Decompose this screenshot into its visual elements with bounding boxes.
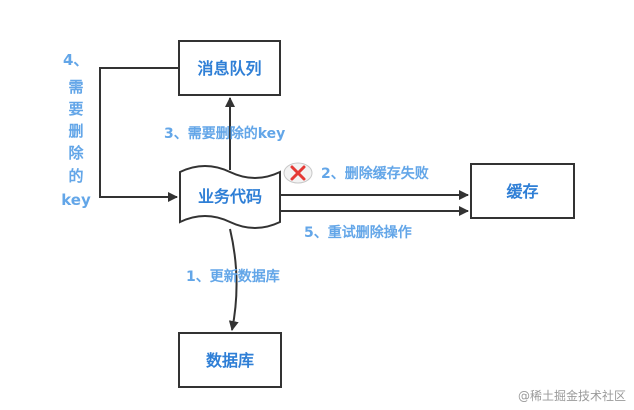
error-x-mark	[290, 165, 306, 181]
edge-label-update-db: 1、更新数据库	[186, 268, 280, 285]
cache-node	[470, 163, 575, 219]
business-code-node	[179, 165, 281, 229]
side-label-line: 除	[68, 144, 84, 162]
edge-label-consume-key: 4、 需 要 删 除 的 key	[61, 51, 91, 209]
cache-label: 缓存	[505, 182, 538, 201]
side-label-line: key	[61, 191, 91, 209]
watermark: @稀土掘金技术社区	[517, 389, 626, 403]
side-label-line: 删	[68, 122, 83, 140]
business-code-label: 业务代码	[198, 187, 262, 206]
side-label-line: 需	[68, 78, 83, 96]
arrow-update-db	[228, 228, 239, 331]
message-queue-label: 消息队列	[197, 59, 261, 78]
side-label-line: 4、	[63, 51, 88, 69]
database-label: 数据库	[206, 351, 254, 370]
edge-label-retry-delete: 5、重试删除操作	[304, 224, 412, 241]
edge-label-need-delete-key: 3、需要删除的key	[164, 125, 285, 142]
arrow-consume-key	[99, 67, 179, 202]
side-label-line: 的	[68, 167, 83, 185]
side-label-line: 要	[68, 100, 83, 118]
database-node	[178, 332, 282, 388]
edge-label-delete-cache-fail: 2、删除缓存失败	[321, 165, 430, 182]
